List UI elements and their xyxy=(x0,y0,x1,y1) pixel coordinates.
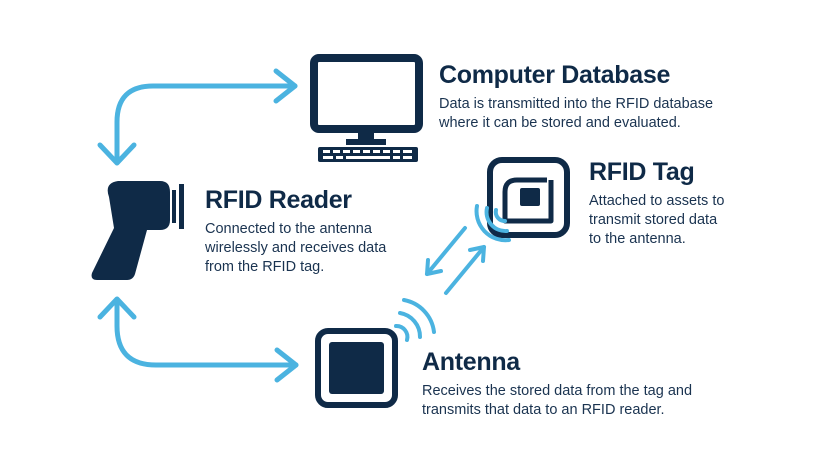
reader-line: wirelessly and receives data xyxy=(205,240,387,256)
arrow-database-reader xyxy=(97,68,298,166)
antenna-title: Antenna xyxy=(422,348,520,376)
tag-title: RFID Tag xyxy=(589,158,695,186)
wireless-signal-icon xyxy=(394,298,436,342)
keyboard-icon xyxy=(318,147,418,162)
wireless-signal-icon xyxy=(474,204,511,243)
reader-line: from the RFID tag. xyxy=(205,259,325,275)
antenna-line: transmits that data to an RFID reader. xyxy=(422,402,665,418)
database-line: Data is transmitted into the RFID databa… xyxy=(439,96,714,112)
tag-line: transmit stored data xyxy=(589,212,718,228)
reader-description: Connected to the antenna wirelessly and … xyxy=(205,220,386,277)
tag-line: to the antenna. xyxy=(589,231,686,247)
arrow-tag-to-antenna xyxy=(425,226,467,276)
rfid-reader-icon xyxy=(91,181,184,280)
antenna-text: Antenna Receives the stored data from th… xyxy=(422,348,692,420)
rfid-tag-icon xyxy=(487,157,570,238)
tag-text: RFID Tag Attached to assets to transmit … xyxy=(589,158,724,249)
computer-monitor-icon xyxy=(310,54,423,145)
database-description: Data is transmitted into the RFID databa… xyxy=(439,95,713,133)
antenna-icon xyxy=(315,328,398,408)
antenna-description: Receives the stored data from the tag an… xyxy=(422,382,692,420)
reader-title: RFID Reader xyxy=(205,186,352,214)
arrow-antenna-to-tag xyxy=(444,245,486,295)
reader-line: Connected to the antenna xyxy=(205,221,372,237)
arrow-reader-antenna xyxy=(97,296,299,383)
database-title: Computer Database xyxy=(439,61,671,89)
reader-text: RFID Reader Connected to the antenna wir… xyxy=(205,186,386,277)
antenna-line: Receives the stored data from the tag an… xyxy=(422,383,693,399)
tag-description: Attached to assets to transmit stored da… xyxy=(589,192,724,249)
database-line: where it can be stored and evaluated. xyxy=(439,115,681,131)
database-text: Computer Database Data is transmitted in… xyxy=(439,61,713,133)
tag-line: Attached to assets to xyxy=(589,193,725,209)
